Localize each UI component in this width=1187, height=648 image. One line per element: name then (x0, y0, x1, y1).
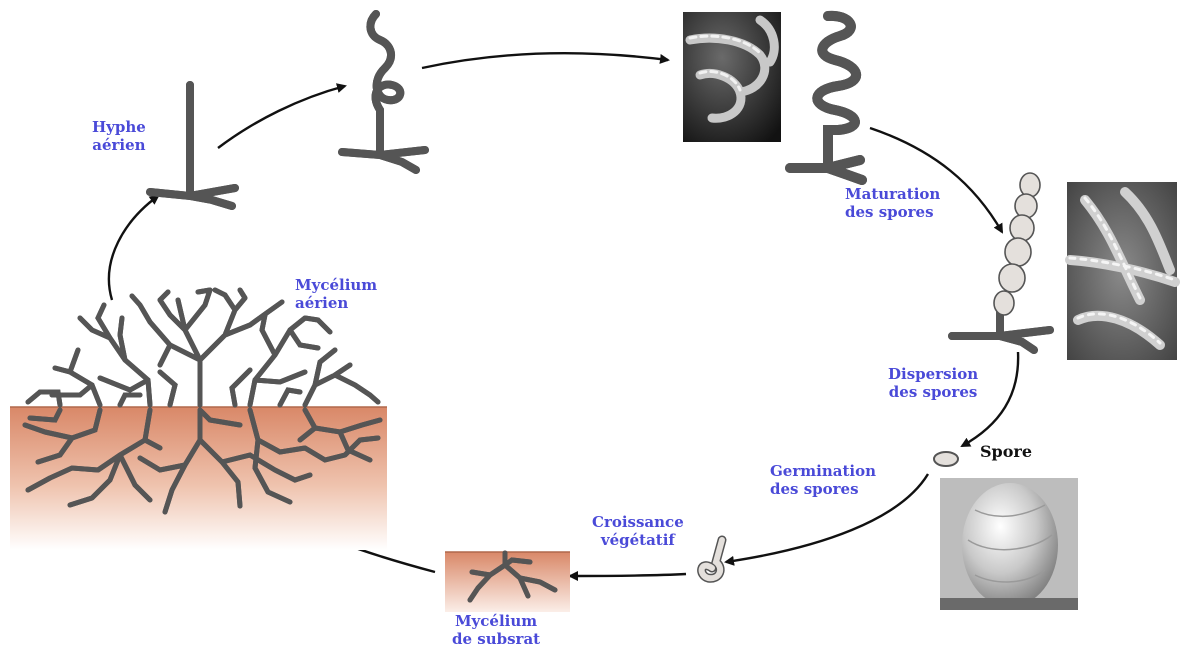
micrograph-spiral-chain (683, 12, 781, 142)
label-germination: Germination des spores (770, 462, 876, 498)
coiling-hypha-figure (342, 14, 425, 170)
germinating-spore-figure (702, 540, 722, 578)
arrow-hyphe-to-coil (218, 86, 345, 148)
arrow-coil-to-chain (422, 53, 668, 68)
arrow-germ-to-substrate (570, 574, 686, 576)
label-mycelium-subsrat: Mycélium de subsrat (452, 612, 540, 648)
label-spore: Spore (980, 443, 1032, 461)
mycelium-colony (10, 290, 387, 550)
label-maturation: Maturation des spores (845, 185, 940, 221)
micrograph-spore (940, 478, 1078, 610)
arrow-mycelium-to-hyphe (109, 196, 158, 300)
spiral-spore-chain-figure (790, 16, 862, 180)
label-dispersion: Dispersion des spores (888, 365, 978, 401)
label-mycelium-aerien: Mycélium aérien (295, 276, 377, 312)
label-hyphe-aerien: Hyphe aérien (92, 118, 146, 154)
free-spore (934, 452, 958, 466)
label-croissance: Croissance végétatif (592, 513, 684, 549)
substrate-mycelium-figure (445, 552, 570, 612)
micrograph-spore-chains (1067, 182, 1177, 360)
mature-spore-chain-figure (952, 173, 1050, 350)
